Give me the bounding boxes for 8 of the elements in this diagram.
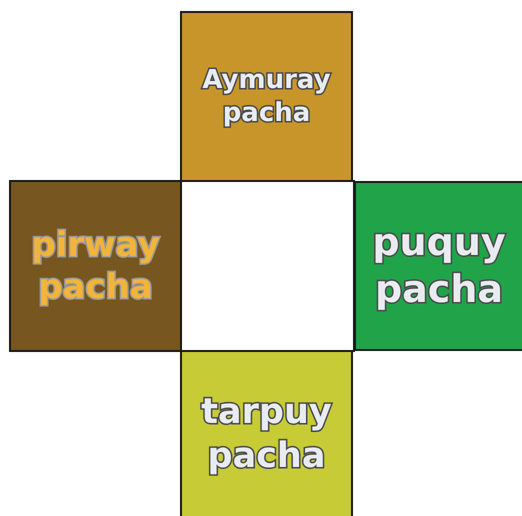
colored-square [180,350,353,516]
season-label: tarpuy pacha [200,391,333,478]
season-label: Aymuray pacha [201,64,332,129]
colored-square [9,180,182,352]
season-label: pirway pacha [30,224,161,308]
season-label: puquy pacha [371,218,507,313]
colored-square [354,181,522,351]
colored-square [180,11,353,182]
